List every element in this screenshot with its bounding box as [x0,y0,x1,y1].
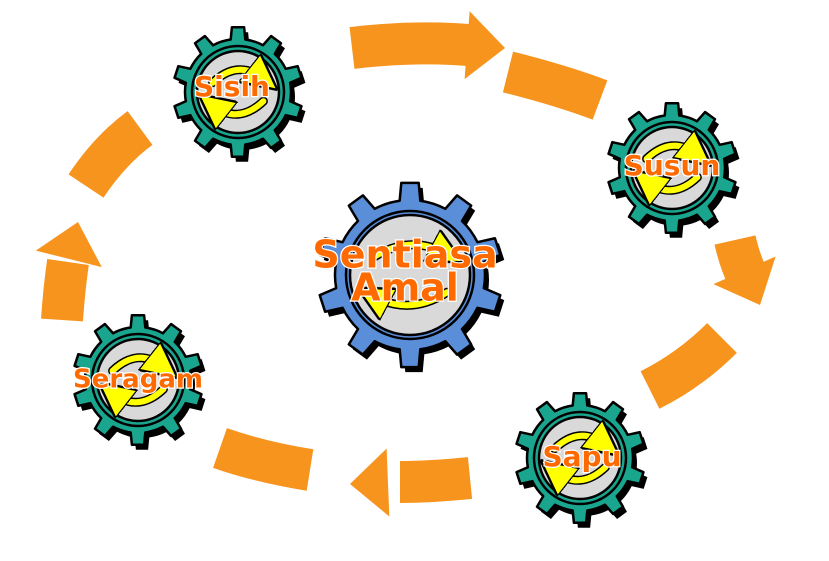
cycle-arrow-head [35,222,102,268]
rotation-arrow-top [551,436,606,449]
susun-gear-label: Susun [624,149,721,182]
cycle-arrow-susun-to-sapu [713,235,776,305]
sapu-gear: Sapu [515,392,648,528]
cycle-arrow-band [640,322,737,409]
cycle-arrow-head [464,11,505,80]
cycle-arrow-band [41,259,89,322]
cycle-arrow-band [399,457,473,503]
sisih-gear: Sisih [173,26,306,162]
sisih-gear-label: Sisih [194,70,270,103]
center-gear-label-line1: Sentiasa [312,233,497,277]
rotation-arrow-top [369,245,447,258]
cycle-arrow-band [502,51,608,120]
seragam-gear-label: Seragam [73,365,203,395]
cycle-arrow-band [349,22,481,69]
center-gear: Sentiasa Amal [311,181,505,373]
cycle-arrow-susun-entry [502,51,608,120]
cycle-arrow-seragam-exit [213,428,314,491]
sapu-gear-label: Sapu [542,440,621,473]
rotation-arrow-top [209,70,264,83]
seragam-gear: Seragam [72,314,206,450]
cycle-arrow-head [350,448,390,517]
cycle-arrows [35,11,776,517]
rotation-arrow-bottom [213,101,267,114]
rotation-arrow-bottom [555,467,609,480]
cycle-arrow-head [713,256,776,305]
rotation-arrow-bottom [373,292,451,305]
cycle-arrow-sapu-entry [640,322,737,409]
cycle-arrow-sisih-entry [68,111,153,198]
center-gear-label-line2: Amal [351,266,459,310]
cycle-arrow-sapu-to-seragam [350,448,473,517]
susun-gear: Susun [607,102,740,238]
cycle-arrow-sisih-to-susun [349,11,505,80]
cycle-arrow-seragam-to-sisih [35,222,102,322]
rotation-arrow-bottom [113,389,167,402]
cycle-arrow-band [68,111,153,198]
rotation-arrow-top [643,146,698,159]
rotation-arrow-top [109,358,164,371]
cycle-arrow-band [213,428,314,491]
rotation-arrow-bottom [647,177,701,190]
